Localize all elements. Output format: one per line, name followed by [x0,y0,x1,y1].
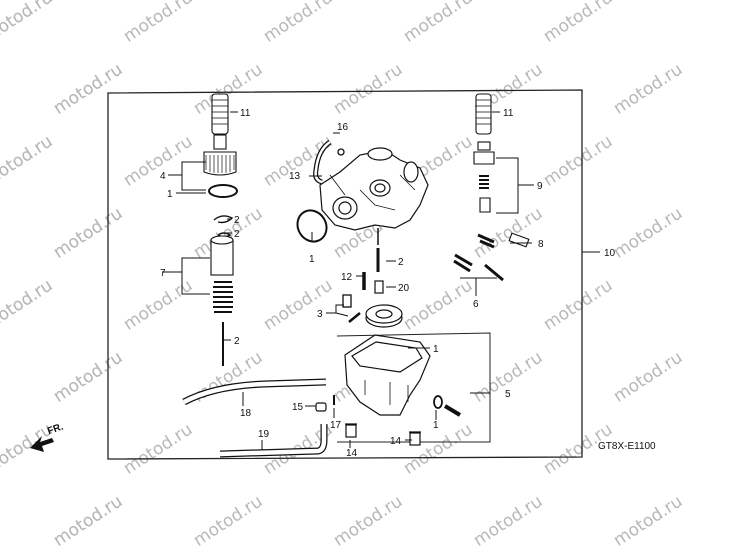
carburetor-body [319,147,429,245]
float-pin-group [342,294,361,323]
callout-8: 8 [538,239,544,250]
callout-2-clip: 2 [234,215,240,226]
callout-2-retainer: 2 [234,229,240,240]
air-screw [477,232,530,249]
callout-1-gasket: 1 [309,254,315,265]
cable-adjuster-left [211,93,229,135]
diagram-frame [107,89,583,460]
cable-adjuster-right [475,93,492,135]
main-jet [374,280,384,294]
float-chamber [344,334,431,416]
callout-3: 3 [317,309,323,320]
diagram-code: GT8X-E1100 [598,441,656,452]
callout-1-drain: 1 [433,420,439,431]
callout-7: 7 [160,268,166,279]
callout-1-oring: 1 [167,189,173,200]
callout-12: 12 [341,272,353,283]
throttle-stop-screw [453,253,504,282]
callout-13: 13 [289,171,301,182]
callout-17: 17 [330,420,342,431]
callout-11-left: 11 [240,108,251,119]
callout-19: 19 [258,429,270,440]
float [365,304,403,328]
callout-14-right: 14 [390,436,402,447]
callout-5: 5 [505,389,511,400]
chamber-screws [345,423,421,446]
throttle-valve [210,235,234,313]
callout-9: 9 [537,181,543,192]
callout-1-chamber: 1 [433,344,439,355]
carb-cap [203,134,237,176]
callout-6: 6 [473,299,479,310]
callout-2-needle: 2 [234,336,240,347]
callout-18: 18 [240,408,252,419]
drain-screw [443,404,462,417]
leader-lines [162,111,600,450]
o-ring-cap [208,184,238,198]
drain-oring [433,395,443,409]
body-gasket [296,209,328,243]
vent-clip [337,148,345,156]
needle-clip [213,215,234,224]
callout-2-jet: 2 [398,257,404,268]
callout-10: 10 [604,248,616,259]
hose-clamp [315,402,327,412]
callout-16: 16 [337,122,349,133]
callout-11-right: 11 [503,108,514,119]
callout-15: 15 [292,402,304,413]
starter-valve [473,141,495,213]
callout-20: 20 [398,283,410,294]
front-arrow-icon [30,436,54,452]
callout-14-left: 14 [346,448,358,459]
callout-4: 4 [160,171,166,182]
